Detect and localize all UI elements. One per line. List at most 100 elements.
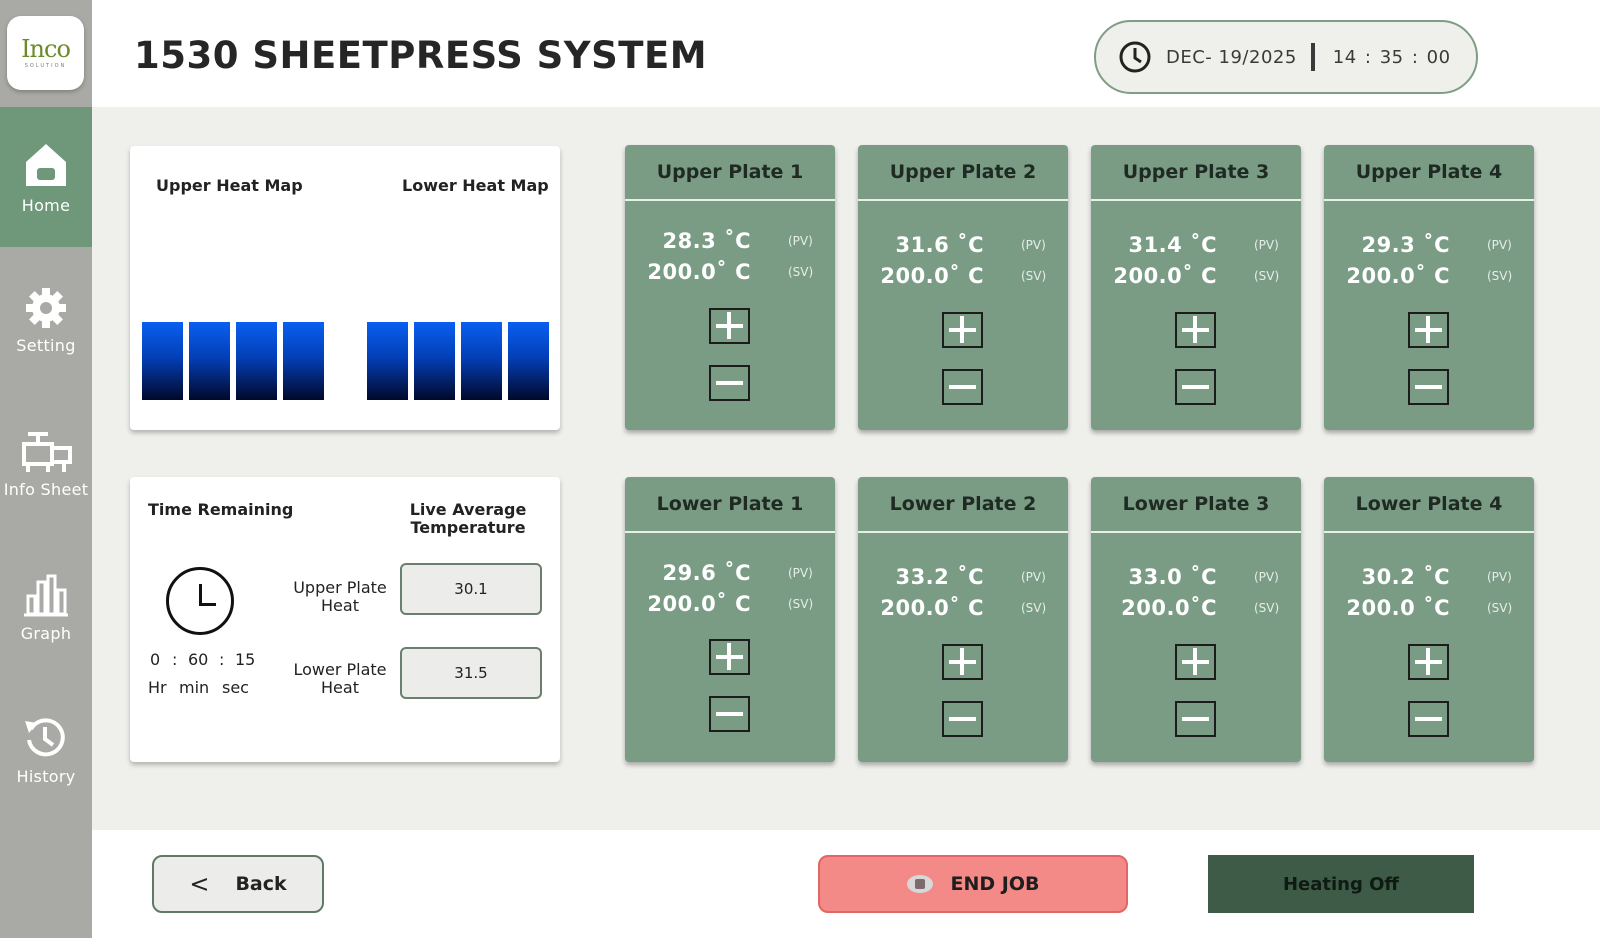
- end-job-button[interactable]: END JOB: [818, 855, 1128, 913]
- decrease-button[interactable]: [1408, 369, 1449, 405]
- plate-card-upper-1: Upper Plate 1 28.3 ˚C (PV) 200.0˚ C (SV): [625, 145, 835, 430]
- sidebar-item-label: Setting: [16, 335, 76, 355]
- heating-toggle-button[interactable]: Heating Off: [1208, 855, 1474, 913]
- timer-clock-icon: [166, 567, 234, 635]
- pv-tag: (PV): [1487, 570, 1512, 584]
- increase-button[interactable]: [1408, 312, 1449, 348]
- pv-tag: (PV): [1021, 238, 1046, 252]
- logo-text: Inco: [21, 35, 71, 63]
- lower-heatmap-label: Lower Heat Map: [402, 176, 549, 195]
- increase-button[interactable]: [942, 312, 983, 348]
- datetime-display: DEC- 19/2025 14 : 35 : 00: [1094, 20, 1478, 94]
- sidebar-item-label: History: [16, 766, 76, 786]
- history-icon: [25, 717, 65, 756]
- sv-tag: (SV): [788, 597, 814, 611]
- heating-label: Heating Off: [1282, 873, 1400, 895]
- sidebar-item-label: Graph: [20, 623, 72, 643]
- clock-icon: [1119, 41, 1151, 73]
- plate-pv-value: 31.4 ˚C: [1128, 233, 1217, 257]
- decrease-button[interactable]: [942, 369, 983, 405]
- plate-title: Upper Plate 1: [625, 145, 835, 201]
- increase-button[interactable]: [1175, 644, 1216, 680]
- plate-title: Lower Plate 1: [625, 477, 835, 533]
- sidebar-item-home[interactable]: Home: [0, 107, 92, 247]
- upper-heatmap-cell: [189, 322, 230, 400]
- date-text: DEC- 19/2025: [1166, 46, 1297, 68]
- stop-icon: [906, 875, 933, 893]
- pv-tag: (PV): [1254, 238, 1279, 252]
- pv-tag: (PV): [788, 234, 813, 248]
- live-average-label-line2: Temperature: [410, 518, 526, 537]
- decrease-button[interactable]: [1408, 701, 1449, 737]
- sidebar-item-graph[interactable]: Graph: [0, 537, 92, 677]
- page-title: 1530 SHEETPRESS SYSTEM: [134, 34, 708, 77]
- lower-plate-heat-label-line1: Lower Plate: [293, 660, 387, 679]
- sidebar-item-info-sheet[interactable]: Info Sheet: [0, 394, 92, 534]
- plate-sv-value: 200.0 ˚C: [1346, 596, 1450, 620]
- lower-heatmap-cell: [508, 322, 549, 400]
- timer-seconds: 15: [235, 650, 256, 669]
- plate-card-lower-2: Lower Plate 2 33.2 ˚C(PV) 200.0˚ C(SV): [858, 477, 1068, 762]
- timer-separator: :: [219, 650, 225, 669]
- increase-button[interactable]: [709, 639, 750, 675]
- decrease-button[interactable]: [942, 701, 983, 737]
- upper-heatmap-cell: [283, 322, 324, 400]
- datetime-divider: [1310, 43, 1315, 71]
- plate-title: Lower Plate 4: [1324, 477, 1534, 533]
- plate-pv-value: 28.3 ˚C: [662, 229, 751, 253]
- plate-pv-value: 30.2 ˚C: [1361, 565, 1450, 589]
- decrease-button[interactable]: [1175, 369, 1216, 405]
- sidebar-item-history[interactable]: History: [0, 680, 92, 820]
- decrease-button[interactable]: [709, 365, 750, 401]
- decrease-button[interactable]: [1175, 701, 1216, 737]
- home-icon: [26, 143, 66, 186]
- gear-icon: [26, 287, 66, 328]
- sv-tag: (SV): [1487, 269, 1513, 283]
- increase-button[interactable]: [1175, 312, 1216, 348]
- end-job-label: END JOB: [950, 873, 1040, 895]
- plate-sv-value: 200.0˚ C: [880, 596, 984, 620]
- plate-title: Upper Plate 2: [858, 145, 1068, 201]
- plate-sv-value: 200.0˚ C: [1113, 264, 1217, 288]
- plate-sv-value: 200.0˚ C: [647, 592, 751, 616]
- plate-pv-value: 29.6 ˚C: [662, 561, 751, 585]
- plate-title: Upper Plate 4: [1324, 145, 1534, 201]
- plate-card-lower-4: Lower Plate 4 30.2 ˚C(PV) 200.0 ˚C(SV): [1324, 477, 1534, 762]
- increase-button[interactable]: [1408, 644, 1449, 680]
- machine-icon: [22, 431, 72, 472]
- upper-plate-heat-value: 30.1: [400, 563, 542, 615]
- plate-sv-value: 200.0˚C: [1121, 596, 1217, 620]
- plate-card-lower-1: Lower Plate 1 29.6 ˚C(PV) 200.0˚ C(SV): [625, 477, 835, 762]
- plate-pv-value: 33.2 ˚C: [895, 565, 984, 589]
- increase-button[interactable]: [709, 308, 750, 344]
- plate-title: Lower Plate 2: [858, 477, 1068, 533]
- timer-unit-hr: Hr: [148, 678, 167, 697]
- timer-unit-min: min: [179, 678, 210, 697]
- lower-plate-heat-label-line2: Heat: [321, 678, 359, 697]
- back-button[interactable]: < Back: [152, 855, 324, 913]
- sv-tag: (SV): [788, 265, 814, 279]
- plate-sv-value: 200.0˚ C: [1346, 264, 1450, 288]
- pv-tag: (PV): [1254, 570, 1279, 584]
- plate-card-upper-4: Upper Plate 4 29.3 ˚C(PV) 200.0˚ C(SV): [1324, 145, 1534, 430]
- sv-tag: (SV): [1021, 269, 1047, 283]
- sidebar-item-setting[interactable]: Setting: [0, 250, 92, 390]
- footer: < Back END JOB Heating Off: [92, 830, 1600, 938]
- timer-minutes: 60: [188, 650, 209, 669]
- time-text: 14 : 35 : 00: [1332, 46, 1451, 68]
- lower-heatmap-cell: [414, 322, 455, 400]
- logo: Inco SOLUTION: [7, 16, 84, 90]
- decrease-button[interactable]: [709, 696, 750, 732]
- plate-card-lower-3: Lower Plate 3 33.0 ˚C(PV) 200.0˚C(SV): [1091, 477, 1301, 762]
- timer-hours: 0: [150, 650, 161, 669]
- sidebar-item-label: Info Sheet: [3, 479, 89, 499]
- sv-tag: (SV): [1254, 269, 1280, 283]
- sidebar: Inco SOLUTION Home Setting: [0, 0, 92, 938]
- upper-heatmap-cell: [142, 322, 183, 400]
- increase-button[interactable]: [942, 644, 983, 680]
- logo-subtext: SOLUTION: [24, 63, 67, 69]
- lower-plate-heat-value: 31.5: [400, 647, 542, 699]
- plate-title: Lower Plate 3: [1091, 477, 1301, 533]
- plate-sv-value: 200.0˚ C: [647, 260, 751, 284]
- upper-heatmap-label: Upper Heat Map: [156, 176, 303, 195]
